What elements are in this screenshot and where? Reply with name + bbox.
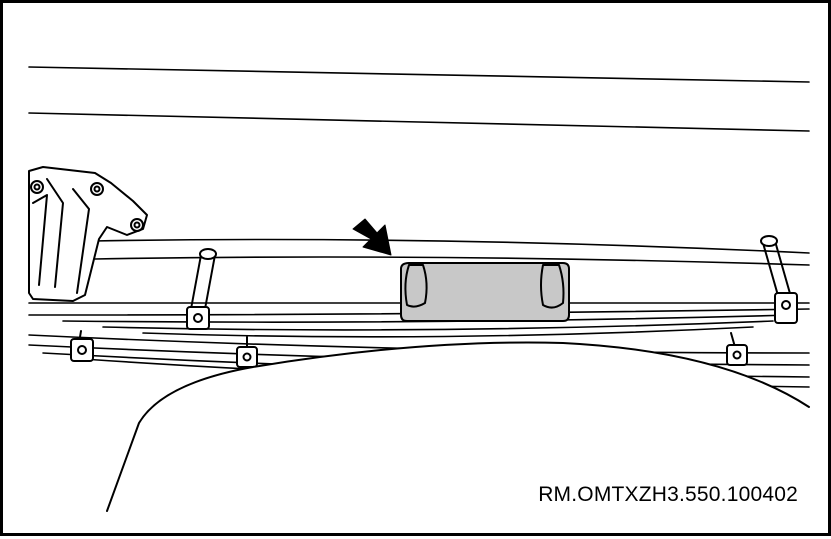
spring-clip-bolt-lower-right: [726, 332, 748, 366]
frame-rail-line-bottom: [28, 112, 810, 132]
spring-clip-bolt-lower-mid: [236, 336, 258, 368]
leaf-spring-illustration: [28, 66, 810, 512]
frame-rail-line-top: [28, 66, 810, 83]
axle-housing: [106, 341, 810, 512]
spring-main-leaf-top: [92, 238, 810, 254]
bump-stop-body: [400, 262, 570, 322]
spring-clip-bolt-left: [186, 248, 217, 330]
figure-reference-code: RM.OMTXZH3.550.100402: [536, 483, 800, 507]
arrow-pointer-icon: [352, 218, 392, 256]
spring-clip-bolt-lower-left: [70, 330, 94, 362]
frame-bracket: [28, 166, 148, 302]
spring-clip-bolt-right: [760, 235, 798, 324]
chassis-frame-rails: [28, 66, 810, 132]
bump-stop-block: [400, 262, 570, 322]
